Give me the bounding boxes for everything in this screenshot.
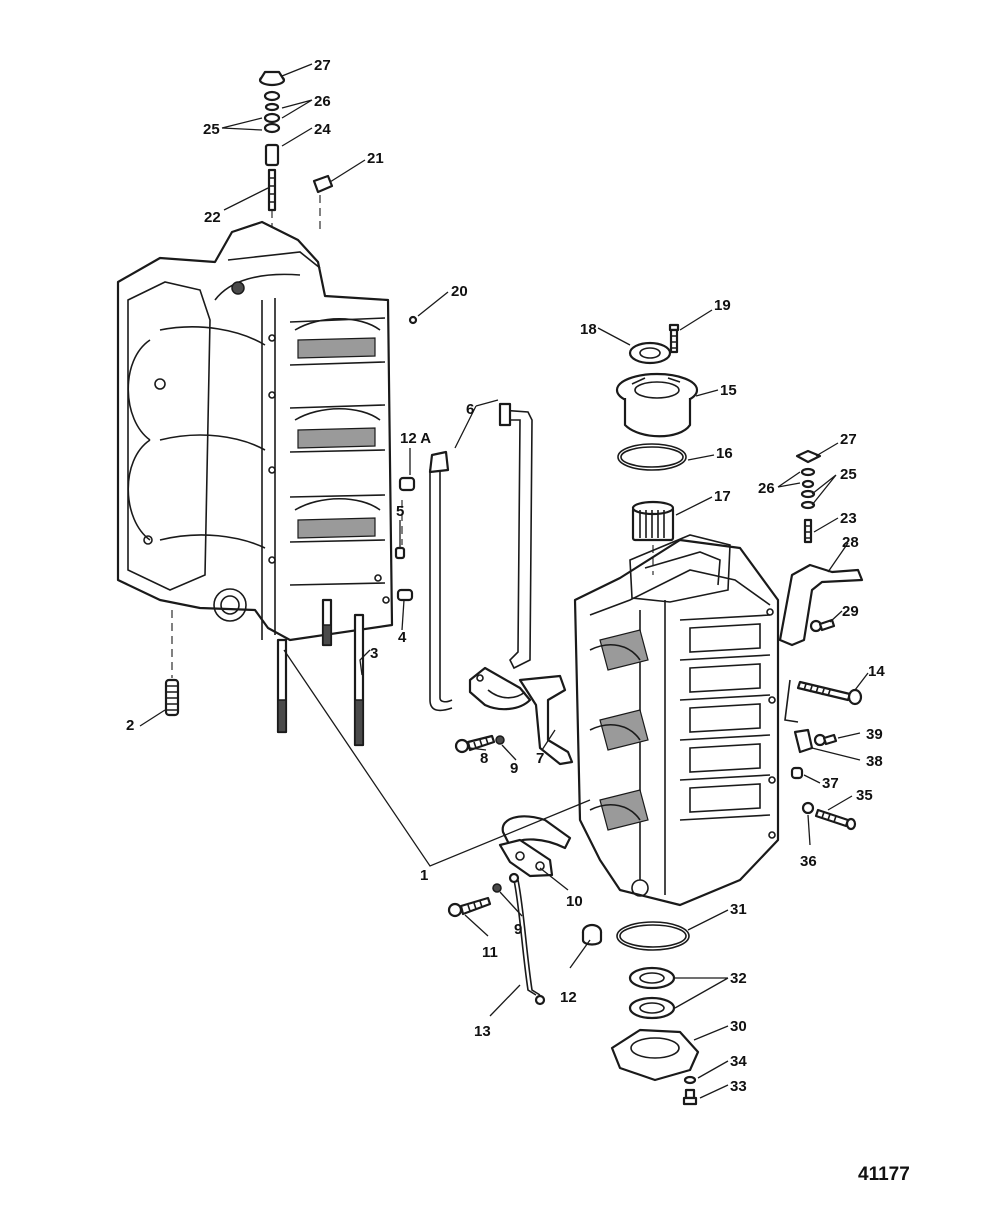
callout-30: 30 bbox=[730, 1018, 747, 1035]
callout-25-right: 25 bbox=[840, 466, 857, 483]
callout-26-upper: 26 bbox=[314, 93, 331, 110]
callout-13: 13 bbox=[474, 1023, 491, 1040]
callout-4: 4 bbox=[398, 629, 407, 646]
right-side-bolts bbox=[784, 679, 863, 831]
callout-16: 16 bbox=[716, 445, 733, 462]
callout-31: 31 bbox=[730, 901, 747, 918]
dowel-pin-2 bbox=[164, 610, 180, 717]
callout-15: 15 bbox=[720, 382, 737, 399]
crankcase-cover bbox=[573, 534, 780, 907]
hose-6 bbox=[428, 402, 533, 712]
callout-6: 6 bbox=[466, 401, 474, 418]
callout-1: 1 bbox=[420, 867, 428, 884]
callout-10: 10 bbox=[566, 893, 583, 910]
right-fasteners bbox=[778, 449, 864, 647]
plug-12 bbox=[581, 923, 603, 946]
cylinder-block bbox=[116, 220, 394, 642]
callout-39: 39 bbox=[866, 726, 883, 743]
bearing-10 bbox=[498, 815, 572, 878]
callout-11: 11 bbox=[482, 944, 498, 961]
line-13 bbox=[508, 872, 546, 1006]
callout-2: 2 bbox=[126, 717, 134, 734]
callout-8: 8 bbox=[480, 750, 488, 767]
callout-21: 21 bbox=[367, 150, 384, 167]
bolt-8 bbox=[454, 734, 505, 754]
callout-12A: 12 A bbox=[400, 430, 431, 447]
block-small-parts bbox=[394, 315, 418, 602]
callout-20: 20 bbox=[451, 283, 468, 300]
callout-36: 36 bbox=[800, 853, 817, 870]
lower-bearing-stack bbox=[610, 921, 700, 1106]
callout-25-upper: 25 bbox=[203, 121, 220, 138]
callout-34: 34 bbox=[730, 1053, 747, 1070]
callout-12: 12 bbox=[560, 989, 577, 1006]
callout-26-right: 26 bbox=[758, 480, 775, 497]
callout-27-right: 27 bbox=[840, 431, 857, 448]
callout-9-lower: 9 bbox=[514, 921, 522, 938]
callout-7: 7 bbox=[536, 750, 544, 767]
callout-35: 35 bbox=[856, 787, 873, 804]
callout-33: 33 bbox=[730, 1078, 747, 1095]
bolt-11 bbox=[447, 883, 502, 918]
callout-38: 38 bbox=[866, 753, 883, 770]
callout-14: 14 bbox=[868, 663, 885, 680]
upper-bearing-stack bbox=[615, 323, 699, 575]
figure-number: 41177 bbox=[858, 1164, 910, 1185]
callout-27-upper: 27 bbox=[314, 57, 331, 74]
callout-9-upper: 9 bbox=[510, 760, 518, 777]
leader-lines bbox=[139, 63, 869, 1099]
callout-labels: 27 26 25 24 21 22 20 12 A 6 5 4 3 2 18 1… bbox=[126, 57, 885, 1095]
block-studs bbox=[276, 598, 365, 747]
callout-19: 19 bbox=[714, 297, 731, 314]
callout-17: 17 bbox=[714, 488, 731, 505]
callout-23: 23 bbox=[840, 510, 857, 527]
main-bearing-7 bbox=[468, 666, 574, 766]
top-fasteners-left bbox=[258, 70, 334, 230]
callout-37: 37 bbox=[822, 775, 839, 792]
callout-5: 5 bbox=[396, 503, 404, 520]
callout-28: 28 bbox=[842, 534, 859, 551]
callout-24: 24 bbox=[314, 121, 331, 138]
callout-3: 3 bbox=[370, 645, 378, 662]
callout-22: 22 bbox=[204, 209, 221, 226]
callout-32: 32 bbox=[730, 970, 747, 987]
callout-18: 18 bbox=[580, 321, 597, 338]
callout-29: 29 bbox=[842, 603, 859, 620]
